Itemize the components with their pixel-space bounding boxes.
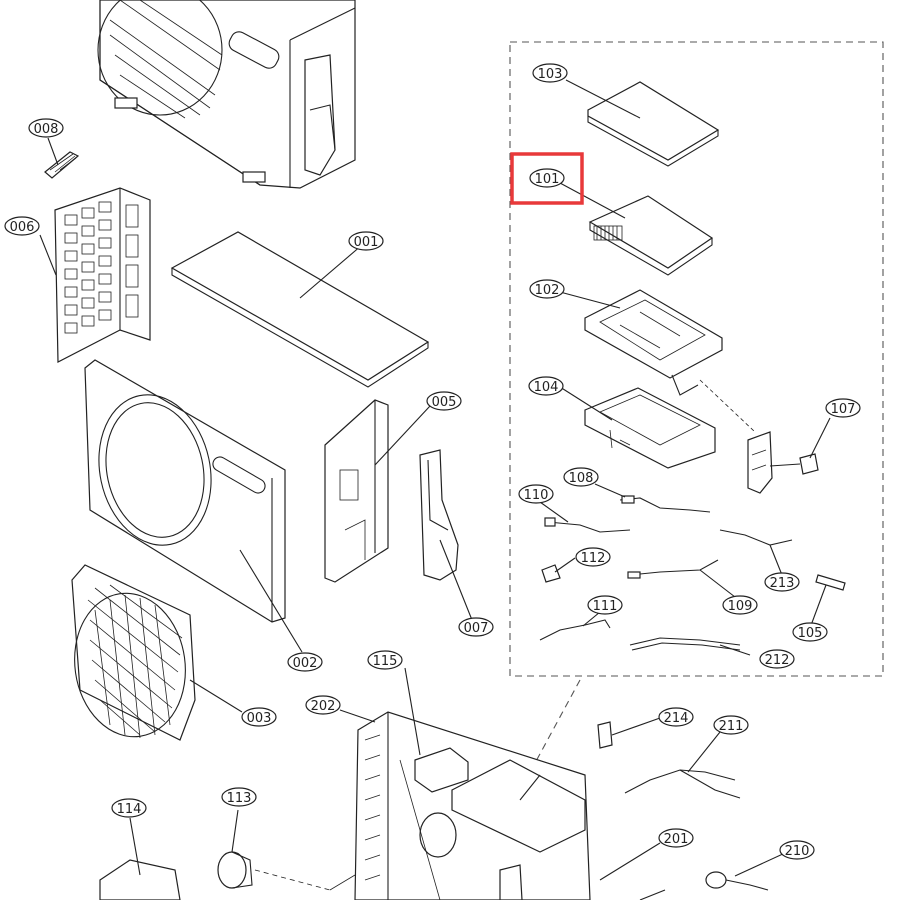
callout-111: 111 (587, 595, 623, 615)
wire-harnesses (539, 483, 846, 656)
part-114-fan (99, 817, 181, 900)
callout-109: 109 (722, 595, 758, 615)
part-006-side-grille (39, 187, 151, 363)
callout-101: 101 (529, 168, 565, 188)
callout-006-text: 006 (10, 220, 35, 235)
callout-213: 213 (764, 572, 800, 592)
part-104-tray (559, 386, 716, 469)
lower-chassis (339, 667, 666, 900)
callout-214: 214 (658, 707, 694, 727)
callout-214-text: 214 (664, 711, 689, 726)
callout-201-text: 201 (664, 832, 689, 847)
callout-007-text: 007 (464, 621, 489, 636)
callout-labels: 008 006 001 005 007 002 003 103 (4, 63, 861, 860)
part-101-pcb (559, 182, 714, 276)
callout-211: 211 (713, 715, 749, 735)
bracket-part (699, 379, 831, 494)
part-102-frame (559, 289, 723, 396)
part-113-motor (217, 809, 356, 891)
callout-202-text: 202 (311, 699, 336, 714)
callout-113-text: 113 (227, 791, 252, 806)
callout-212: 212 (759, 649, 795, 669)
highlight-box-101 (510, 152, 584, 205)
callout-112-text: 112 (581, 551, 606, 566)
electrical-box-boundary (509, 41, 884, 677)
part-008-clip (44, 137, 80, 179)
callout-005: 005 (426, 391, 462, 411)
part-007-valve-cover (419, 449, 473, 621)
callout-104-text: 104 (534, 380, 559, 395)
callout-115: 115 (367, 650, 403, 670)
callout-008: 008 (28, 118, 64, 138)
callout-108: 108 (563, 467, 599, 487)
callout-112: 112 (575, 547, 611, 567)
callout-201: 201 (658, 828, 694, 848)
callout-003: 003 (241, 707, 277, 727)
callout-109-text: 109 (728, 599, 753, 614)
part-002-front-panel (84, 359, 303, 653)
part-001-top-cover (170, 231, 430, 388)
callout-108-text: 108 (569, 471, 594, 486)
callout-115-text: 115 (373, 654, 398, 669)
part-103-cover (565, 79, 720, 167)
callout-101-text: 101 (535, 172, 560, 187)
callout-210-text: 210 (785, 844, 810, 859)
callout-107: 107 (825, 398, 861, 418)
callout-104: 104 (528, 376, 564, 396)
callout-111-text: 111 (593, 599, 618, 614)
callout-110-text: 110 (524, 488, 549, 503)
part-003-fan-guard (71, 564, 243, 741)
callout-114-text: 114 (117, 802, 142, 817)
callout-211-text: 211 (719, 719, 744, 734)
callout-008-text: 008 (34, 122, 59, 137)
callout-103-text: 103 (538, 67, 563, 82)
callout-202: 202 (305, 695, 341, 715)
callout-103: 103 (532, 63, 568, 83)
callout-212-text: 212 (765, 653, 790, 668)
callout-102: 102 (529, 279, 565, 299)
callout-105-text: 105 (798, 626, 823, 641)
callout-105: 105 (792, 622, 828, 642)
callout-110: 110 (518, 484, 554, 504)
callout-001-text: 001 (354, 235, 379, 250)
callout-002: 002 (287, 652, 323, 672)
callout-210: 210 (779, 840, 815, 860)
callout-102-text: 102 (535, 283, 560, 298)
callout-005-text: 005 (432, 395, 457, 410)
callout-114: 114 (111, 798, 147, 818)
callout-006: 006 (4, 216, 40, 236)
callout-001: 001 (348, 231, 384, 251)
callout-003-text: 003 (247, 711, 272, 726)
callout-113: 113 (221, 787, 257, 807)
callout-213-text: 213 (770, 576, 795, 591)
callout-007: 007 (458, 617, 494, 637)
part-005-partition (324, 399, 431, 583)
callout-107-text: 107 (831, 402, 856, 417)
outdoor-unit-assembly (97, 0, 356, 189)
part-214-211-210 (597, 717, 786, 891)
callout-002-text: 002 (293, 656, 318, 671)
